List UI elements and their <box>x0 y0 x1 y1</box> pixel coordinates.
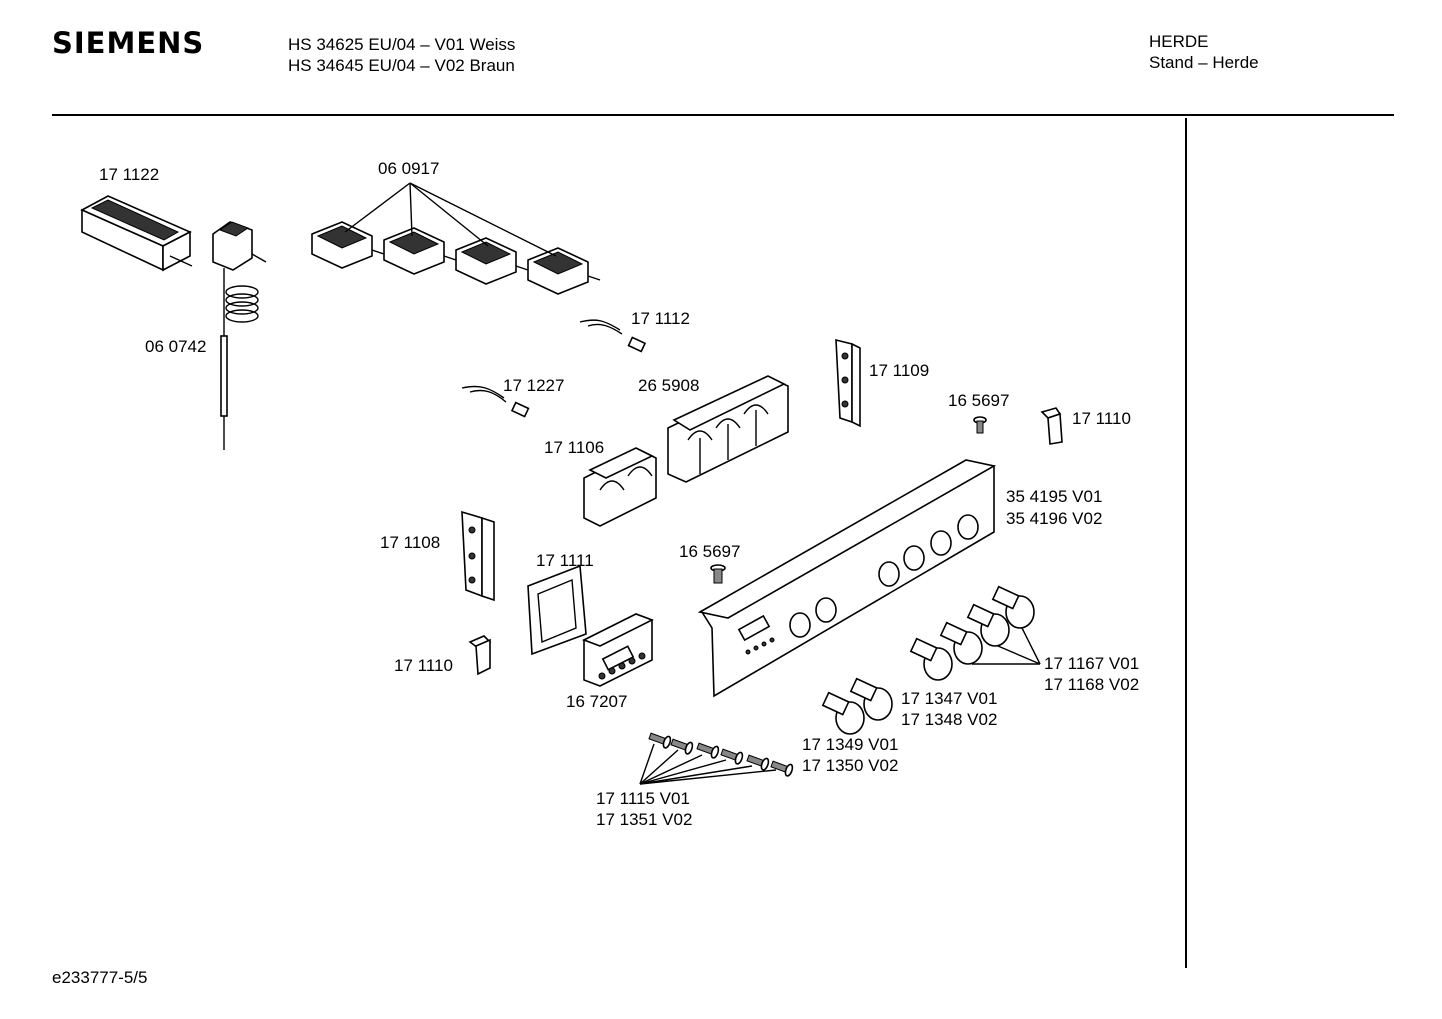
label-165697-b: 16 5697 <box>679 542 740 561</box>
header-divider <box>52 114 1394 116</box>
part-bracket-left <box>461 510 495 602</box>
model-list: HS 34625 EU/04 – V01 Weiss HS 34645 EU/0… <box>288 34 515 76</box>
label-354196: 35 4196 V02 <box>1006 509 1102 528</box>
part-clip-b <box>468 635 492 676</box>
label-060742: 06 0742 <box>145 337 206 356</box>
part-switch-holder-large <box>667 375 789 483</box>
category-line-1: HERDE <box>1149 32 1209 51</box>
label-265908: 26 5908 <box>638 376 699 395</box>
label-354195: 35 4195 V01 <box>1006 487 1102 506</box>
label-171350: 17 1350 V02 <box>802 756 898 775</box>
part-lamp-1 <box>579 319 647 353</box>
category: HERDE Stand – Herde <box>1149 31 1259 73</box>
label-171115: 17 1115 V01 <box>596 789 690 808</box>
label-171111: 17 1111 <box>536 551 594 570</box>
label-171110-a: 17 1110 <box>1072 409 1131 428</box>
label-171351: 17 1351 V02 <box>596 810 692 829</box>
label-171112: 17 1112 <box>631 309 690 328</box>
label-171122: 17 1122 <box>99 165 159 184</box>
label-171110-b: 17 1110 <box>394 656 453 675</box>
part-screw-a <box>973 416 987 434</box>
label-171106: 17 1106 <box>544 438 604 457</box>
label-171109: 17 1109 <box>869 361 929 380</box>
part-clip-a <box>1040 407 1063 445</box>
label-171167: 17 1167 V01 <box>1044 654 1139 673</box>
label-171227: 17 1227 <box>503 376 564 395</box>
part-knobs-right <box>909 585 1041 681</box>
document-id: e233777-5/5 <box>52 968 148 987</box>
model-line-2: HS 34645 EU/04 – V02 Braun <box>288 56 515 75</box>
part-knobs-left <box>821 677 893 735</box>
part-switch-holder-small <box>583 447 657 527</box>
label-171348: 17 1348 V02 <box>901 710 997 729</box>
part-thermostat <box>212 221 267 450</box>
part-display-frame <box>527 564 587 656</box>
siemens-logo: SIEMENS <box>52 26 205 60</box>
part-timer-module <box>582 613 654 687</box>
category-line-2: Stand – Herde <box>1149 53 1259 72</box>
label-171349: 17 1349 V01 <box>802 735 898 754</box>
label-171168: 17 1168 V02 <box>1044 675 1139 694</box>
label-167207: 16 7207 <box>566 692 627 711</box>
side-divider <box>1185 118 1187 968</box>
part-control-panel <box>697 459 997 698</box>
model-line-1: HS 34625 EU/04 – V01 Weiss <box>288 35 516 54</box>
part-screw-b <box>710 564 726 584</box>
label-165697-a: 16 5697 <box>948 391 1009 410</box>
part-screws <box>639 732 794 785</box>
part-lamp-2 <box>461 385 530 418</box>
part-terminal-block <box>80 195 193 272</box>
part-switches <box>311 182 601 295</box>
label-171347: 17 1347 V01 <box>901 689 997 708</box>
part-bracket-right <box>835 338 861 428</box>
label-171108: 17 1108 <box>380 533 440 552</box>
label-060917: 06 0917 <box>378 159 439 178</box>
